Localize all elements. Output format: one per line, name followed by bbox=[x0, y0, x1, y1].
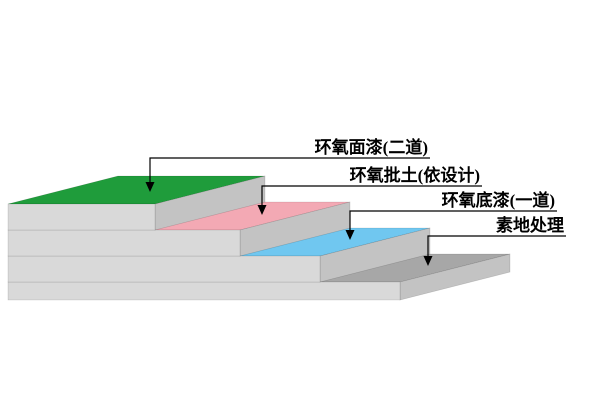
substrate-leader-arrowhead bbox=[423, 256, 433, 266]
substrate-front-face bbox=[7, 281, 401, 301]
topcoat-front-face bbox=[7, 203, 156, 231]
topcoat-leader-line bbox=[149, 157, 430, 183]
callout-primer: 环氧底漆(一道) bbox=[345, 190, 557, 240]
topcoat-label: 环氧面漆(二道) bbox=[315, 137, 428, 157]
substrate-leader-line bbox=[427, 235, 566, 257]
putty-leader-arrowhead bbox=[257, 205, 267, 215]
putty-leader-line bbox=[261, 185, 482, 206]
callout-substrate: 素地处理 bbox=[423, 215, 566, 266]
callout-topcoat: 环氧面漆(二道) bbox=[145, 137, 430, 192]
primer-leader-line bbox=[349, 210, 557, 231]
putty-front-face bbox=[7, 229, 241, 257]
primer-label: 环氧底漆(一道) bbox=[442, 190, 555, 210]
layer-topcoat bbox=[7, 175, 266, 231]
primer-front-face bbox=[7, 255, 321, 283]
primer-leader-arrowhead bbox=[345, 230, 355, 240]
topcoat-leader-arrowhead bbox=[145, 182, 155, 192]
putty-label: 环氧批土(依设计) bbox=[350, 165, 480, 185]
substrate-label: 素地处理 bbox=[496, 215, 564, 235]
callout-putty: 环氧批土(依设计) bbox=[257, 165, 482, 215]
